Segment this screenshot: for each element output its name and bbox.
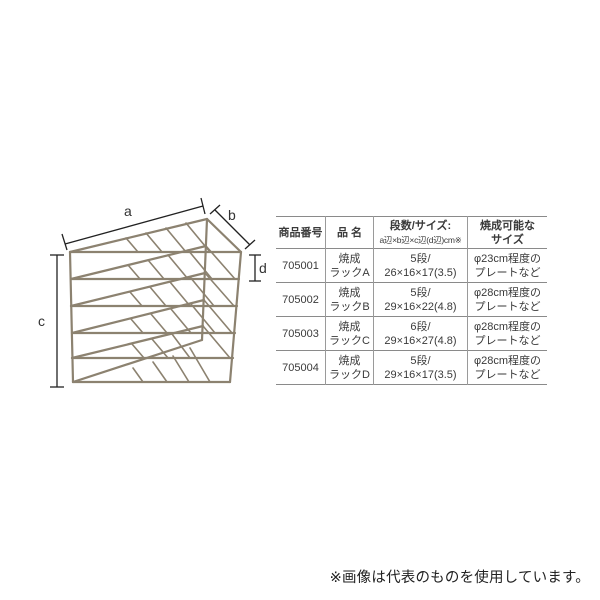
product-spec-table: 商品番号 品 名 段数/サイズ: a辺×b辺×c辺(d辺)cm※ 焼成可能な サ… (276, 216, 547, 385)
tiers-size: 5段/29×16×17(3.5) (373, 350, 468, 385)
bakeable-size: φ28cm程度のプレートなど (467, 316, 547, 351)
product-code: 705002 (282, 293, 319, 306)
product-name: 焼成ラックB (325, 282, 374, 317)
table-row: 705002 焼成ラックB 5段/29×16×22(4.8) φ28cm程度のプ… (276, 282, 547, 317)
dimension-lines (50, 197, 261, 388)
product-code: 705003 (282, 327, 319, 340)
tiers-size: 5段/29×16×22(4.8) (373, 282, 468, 317)
product-code: 705004 (282, 361, 319, 374)
table-row: 705004 焼成ラックD 5段/29×16×17(3.5) φ28cm程度のプ… (276, 350, 547, 385)
image-disclaimer-note: ※画像は代表のものを使用しています。 (329, 570, 590, 586)
header-product-name: 品 名 (325, 216, 374, 249)
product-name: 焼成ラックA (325, 248, 374, 283)
table-row: 705003 焼成ラックC 6段/29×16×27(4.8) φ28cm程度のプ… (276, 316, 547, 351)
header-bakeable-size: 焼成可能な サイズ (467, 216, 547, 249)
rack-diagram: a b c d (30, 190, 280, 400)
product-code: 705001 (282, 259, 319, 272)
tiers-size: 6段/29×16×27(4.8) (373, 316, 468, 351)
header-tiers-size: 段数/サイズ: a辺×b辺×c辺(d辺)cm※ (373, 216, 468, 249)
dimension-label-d: d (259, 260, 267, 276)
bakeable-size: φ23cm程度のプレートなど (467, 248, 547, 283)
product-name: 焼成ラックC (325, 316, 374, 351)
header-product-code: 商品番号 (278, 226, 323, 239)
table-header-row: 商品番号 品 名 段数/サイズ: a辺×b辺×c辺(d辺)cm※ 焼成可能な サ… (276, 216, 547, 249)
rack-frame (68, 217, 243, 384)
bakeable-size: φ28cm程度のプレートなど (467, 350, 547, 385)
baking-rack-illustration: a b c d (38, 197, 267, 388)
dimension-label-a: a (124, 203, 132, 219)
table-row: 705001 焼成ラックA 5段/26×16×17(3.5) φ23cm程度のプ… (276, 248, 547, 283)
dimension-label-b: b (228, 207, 236, 223)
bakeable-size: φ28cm程度のプレートなど (467, 282, 547, 317)
tiers-size: 5段/26×16×17(3.5) (373, 248, 468, 283)
product-name: 焼成ラックD (325, 350, 374, 385)
dimension-label-c: c (38, 313, 45, 329)
